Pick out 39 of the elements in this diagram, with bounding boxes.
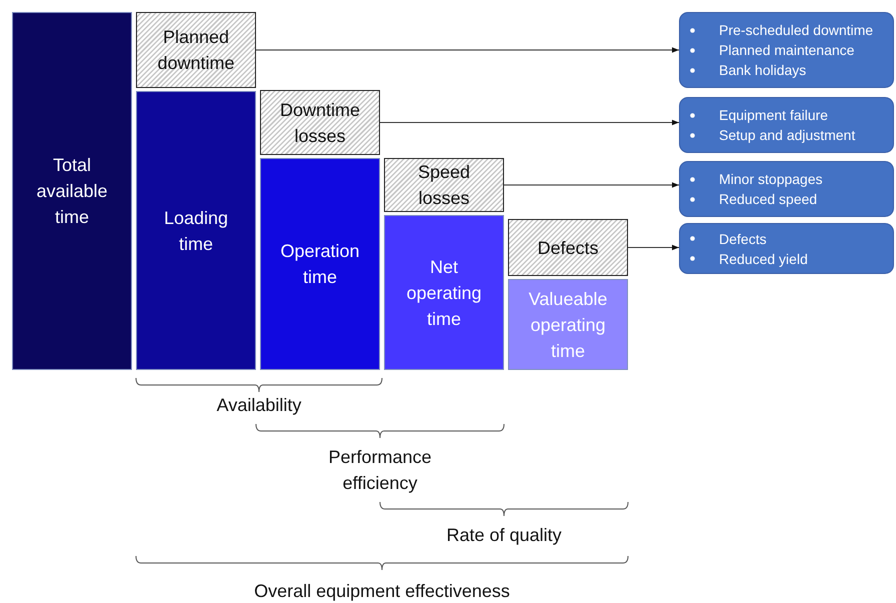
box-label: Downtime losses <box>278 98 362 148</box>
list-item: Reduced speed <box>719 190 818 209</box>
time-bar <box>384 215 504 370</box>
cause-list-box <box>679 223 894 274</box>
metric-label: Rate of quality <box>445 524 563 547</box>
cause-list-box <box>679 97 894 153</box>
metric-label: Overall equipment effectiveness <box>253 580 511 603</box>
arrow <box>380 120 680 126</box>
arrow <box>504 182 680 188</box>
time-bar <box>12 12 132 370</box>
loss-box <box>508 219 628 276</box>
box-label: Operation time <box>279 240 361 289</box>
metric-label: Availability <box>216 394 302 417</box>
time-bar <box>260 158 380 370</box>
box-label: Net operating time <box>405 256 483 330</box>
cause-list-box <box>679 12 894 88</box>
list-item: Setup and adjustment <box>719 126 856 145</box>
box-label: Total available time <box>35 154 109 229</box>
list-item: Planned maintenance <box>719 41 854 60</box>
list-item: Pre-scheduled downtime <box>719 21 874 40</box>
list-item: Bank holidays <box>719 61 806 80</box>
list-item: Defects <box>719 230 766 248</box>
loss-box <box>260 90 380 155</box>
loss-box <box>136 12 256 88</box>
list-item: Reduced yield <box>719 250 808 268</box>
cause-list-box <box>679 161 894 217</box>
metric-label: Performance efficiency <box>327 446 433 495</box>
time-bar <box>136 91 256 370</box>
time-bar <box>508 279 628 370</box>
arrow <box>628 244 680 250</box>
list-item: Equipment failure <box>719 106 828 125</box>
box-label: Loading time <box>162 206 230 256</box>
list-item: Minor stoppages <box>719 170 823 189</box>
loss-box <box>384 158 504 212</box>
arrow <box>256 47 680 53</box>
box-label: Planned downtime <box>156 26 236 75</box>
box-label: Speed losses <box>416 161 472 210</box>
box-label: Defects <box>537 236 599 260</box>
box-label: Valueable operating time <box>528 288 608 362</box>
